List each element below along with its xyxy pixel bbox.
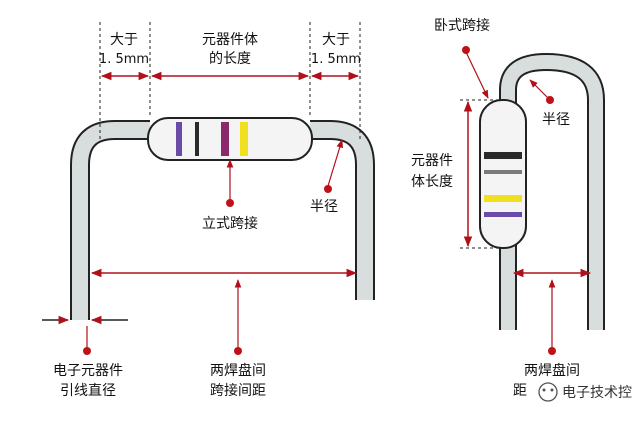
label-span-2: 跨接间距 [210, 382, 266, 399]
right-band-3 [484, 195, 522, 202]
label-vertical-mount: 立式跨接 [202, 215, 258, 232]
watermark: 电子技术控 [538, 382, 632, 402]
left-band-4 [240, 122, 248, 156]
right-band-4 [484, 212, 522, 217]
label-span-right-2: 距 [513, 383, 527, 399]
label-horizontal-mount: 卧式跨接 [434, 17, 490, 34]
left-band-3 [221, 122, 229, 156]
label-span-1: 两焊盘间 [210, 362, 266, 379]
label-lead-diameter-1: 电子元器件 [53, 363, 123, 379]
label-body-length-1: 元器件体 [202, 32, 258, 48]
label-body-length-v-1: 元器件 [411, 153, 453, 169]
right-band-2 [484, 170, 522, 174]
label-body-length-2: 的长度 [209, 51, 251, 67]
label-radius-left: 半径 [310, 199, 338, 215]
label-gt-right-1: 大于 [322, 32, 350, 48]
label-lead-diameter-2: 引线直径 [60, 382, 116, 399]
label-span-right-1: 两焊盘间 [524, 362, 580, 379]
left-band-2 [195, 122, 199, 156]
label-gt-left-1: 大于 [110, 32, 138, 48]
label-gt-right-2: 1. 5mm [311, 52, 361, 67]
label-gt-left-2: 1. 5mm [99, 52, 149, 67]
left-band-1 [176, 122, 182, 156]
right-band-1 [484, 152, 522, 159]
watermark-text: 电子技术控 [562, 385, 632, 401]
label-radius-right: 半径 [542, 112, 570, 128]
left-resistor-body [147, 117, 313, 161]
label-body-length-v-2: 体长度 [411, 174, 453, 190]
